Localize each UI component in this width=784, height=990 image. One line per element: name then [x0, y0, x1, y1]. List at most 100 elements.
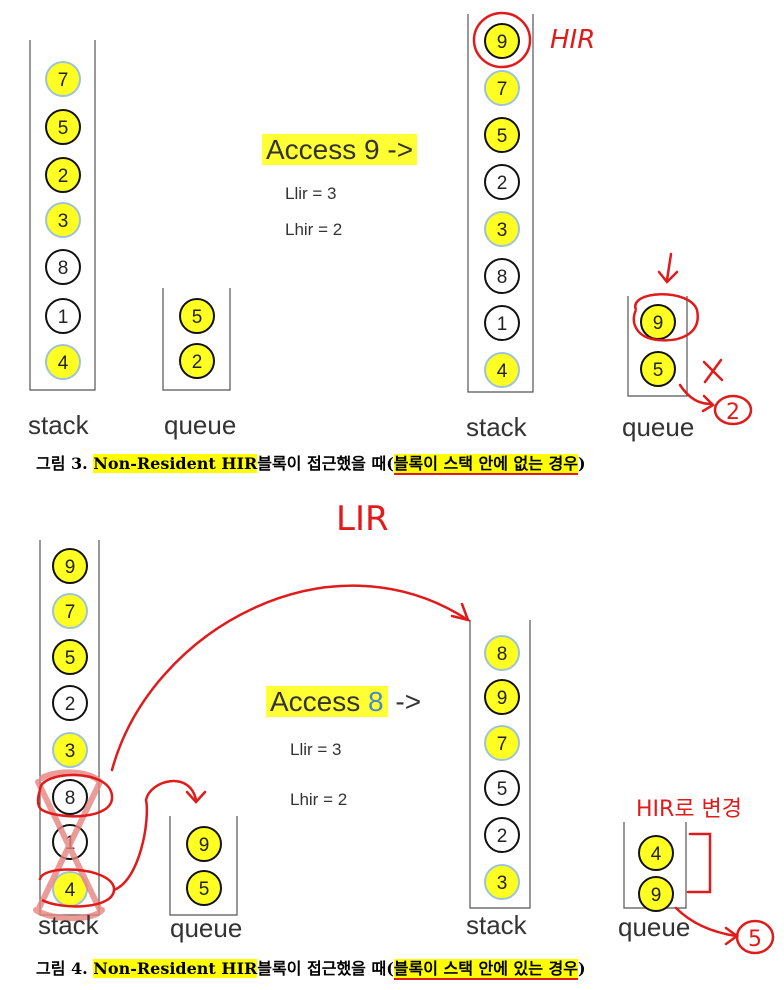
- right-stack-block-4: 4: [484, 352, 520, 388]
- right-stack-block-9: 9: [484, 679, 520, 715]
- svg-text:5: 5: [497, 779, 508, 800]
- left-queue-block-2: 2: [179, 343, 215, 379]
- right-stack-block-7: 7: [484, 70, 520, 106]
- left-stack-block-9: 9: [52, 548, 88, 584]
- svg-text:9: 9: [497, 688, 508, 709]
- figure-3-panel: 7 5 2 3 8 1 4 5: [0, 0, 784, 475]
- left-stack-block-8: 8: [52, 779, 88, 815]
- left-stack-container: [29, 40, 96, 391]
- annotation-red-ellipse-4: [38, 868, 116, 908]
- right-stack-block-2: 2: [484, 817, 520, 853]
- right-queue-block-9: 9: [638, 876, 674, 912]
- svg-text:3: 3: [497, 220, 508, 241]
- left-stack-block-7: 7: [52, 593, 88, 629]
- annotation-hir-change-label: HIR로 변경: [636, 797, 742, 822]
- svg-text:5: 5: [653, 360, 664, 381]
- left-stack-block-2: 2: [45, 157, 81, 193]
- svg-text:3: 3: [65, 741, 76, 762]
- svg-text:8: 8: [497, 644, 508, 665]
- svg-text:5: 5: [192, 307, 203, 328]
- left-queue-container: [169, 816, 238, 916]
- svg-text:4: 4: [497, 361, 508, 382]
- left-stack-block-8: 8: [45, 249, 81, 285]
- svg-text:5: 5: [65, 648, 76, 669]
- right-stack-label: stack: [466, 412, 527, 442]
- right-stack-block-9: 9: [484, 23, 520, 59]
- svg-text:5: 5: [748, 927, 762, 952]
- svg-text:9: 9: [65, 557, 76, 578]
- access-label: Access 9 ->: [262, 134, 418, 166]
- svg-text:9: 9: [651, 885, 662, 906]
- svg-text:8: 8: [58, 258, 69, 279]
- annotation-red-ellipse-8: [36, 773, 114, 818]
- right-queue-container: [627, 296, 688, 397]
- right-stack-label: stack: [466, 910, 527, 940]
- left-stack-block-2: 2: [52, 685, 88, 721]
- annotation-lir-label: LIR: [336, 499, 389, 539]
- right-stack-block-1: 1: [484, 305, 520, 341]
- svg-text:2: 2: [192, 352, 203, 373]
- annotation-red-circle-queue-9: [632, 293, 699, 342]
- access-label: Access 8 ->: [266, 686, 421, 718]
- llir-value: Llir = 3: [285, 184, 337, 203]
- left-stack-block-7: 7: [45, 61, 81, 97]
- svg-text:3: 3: [497, 873, 508, 894]
- right-stack-block-8: 8: [484, 635, 520, 671]
- svg-text:1: 1: [497, 314, 508, 335]
- left-stack-label: stack: [38, 910, 99, 940]
- annotation-red-circle-9: [472, 11, 532, 69]
- right-stack-container: [469, 620, 531, 909]
- right-stack-block-8: 8: [484, 258, 520, 294]
- svg-text:8: 8: [497, 267, 508, 288]
- llir-value: Llir = 3: [290, 740, 342, 759]
- svg-text:8: 8: [65, 788, 76, 809]
- right-stack-block-5: 5: [484, 770, 520, 806]
- left-stack-block-5: 5: [52, 639, 88, 675]
- svg-text:7: 7: [497, 79, 508, 100]
- annotation-evicted-block: 2: [713, 394, 753, 426]
- svg-text:5: 5: [497, 126, 508, 147]
- left-stack-label: stack: [28, 410, 89, 440]
- lhir-value: Lhir = 2: [285, 220, 343, 239]
- svg-text:9: 9: [199, 835, 210, 856]
- left-queue-container: [162, 288, 231, 391]
- lhir-value: Lhir = 2: [290, 790, 348, 809]
- left-stack-block-3: 3: [45, 202, 81, 238]
- figure-4-caption: 그림 4. Non-Resident HIR블록이 접근했을 때(블록이 스택 …: [36, 959, 586, 980]
- right-stack-container: [467, 14, 534, 393]
- figure-3-caption: 그림 3. Non-Resident HIR블록이 접근했을 때(블록이 스택 …: [36, 454, 586, 475]
- svg-text:5: 5: [199, 879, 210, 900]
- right-queue-label: queue: [618, 912, 691, 942]
- right-stack-block-2: 2: [484, 164, 520, 200]
- annotation-x-mark: [702, 358, 724, 384]
- right-queue-block-4: 4: [638, 835, 674, 871]
- svg-text:4: 4: [651, 844, 662, 865]
- annotation-evict-arrow: [678, 383, 716, 413]
- left-stack-block-1: 1: [45, 298, 81, 334]
- annotation-down-arrow: [657, 252, 679, 284]
- left-queue-block-5: 5: [179, 298, 215, 334]
- left-stack-block-4: 4: [45, 344, 81, 380]
- svg-text:2: 2: [58, 166, 69, 187]
- annotation-evicted-block: 5: [735, 919, 775, 955]
- right-stack-block-5: 5: [484, 117, 520, 153]
- left-queue-block-5: 5: [186, 870, 222, 906]
- svg-text:2: 2: [726, 400, 740, 425]
- svg-text:4: 4: [58, 353, 69, 374]
- left-stack-block-3: 3: [52, 732, 88, 768]
- figure-4-diagram: 9 7 5 2 3 8 1 4: [33, 499, 775, 955]
- svg-text:9: 9: [497, 32, 508, 53]
- left-queue-label: queue: [164, 410, 237, 440]
- svg-text:7: 7: [65, 602, 76, 623]
- right-stack-block-7: 7: [484, 725, 520, 761]
- left-stack-container: [39, 540, 100, 916]
- left-queue-label: queue: [170, 913, 243, 943]
- figure-4-panel: 9 7 5 2 3 8 1 4: [0, 470, 784, 990]
- svg-text:7: 7: [58, 70, 69, 91]
- right-stack-block-3: 3: [484, 211, 520, 247]
- annotation-bracket: [686, 832, 712, 894]
- svg-text:7: 7: [497, 734, 508, 755]
- right-queue-block-9: 9: [640, 304, 676, 340]
- annotation-arrow-lir: [110, 584, 471, 772]
- left-queue-block-9: 9: [186, 826, 222, 862]
